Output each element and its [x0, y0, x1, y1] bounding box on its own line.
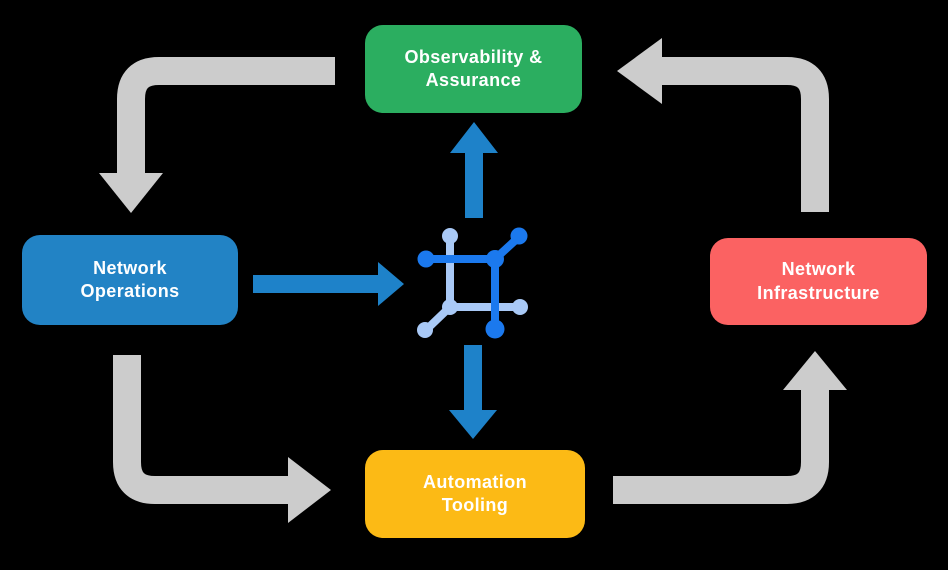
network-mesh-icon — [417, 227, 528, 339]
flow-arrow-platform-to-automation — [449, 345, 497, 439]
flow-arrow-platform-to-observability — [450, 122, 498, 218]
flow-arrow-operations-to-platform — [253, 262, 404, 306]
node-infrastructure-label: Network Infrastructure — [757, 259, 880, 303]
network-mesh-icon-dark-dots — [417, 227, 528, 339]
network-mesh-icon-light-dots — [417, 228, 528, 338]
node-network-infrastructure: Network Infrastructure — [710, 238, 927, 325]
cycle-arrow-infrastructure-to-observability — [617, 38, 829, 212]
cycle-arrow-automation-to-infrastructure — [613, 351, 847, 504]
node-automation-tooling: Automation Tooling — [365, 450, 585, 538]
node-observability-label: Observability & Assurance — [404, 46, 543, 90]
cycle-arrow-observability-to-operations — [99, 57, 335, 213]
node-automation-label: Automation Tooling — [423, 471, 527, 515]
node-operations-label: Network Operations — [80, 257, 180, 301]
node-network-operations: Network Operations — [22, 235, 238, 325]
cycle-arrow-operations-to-automation — [113, 355, 331, 523]
node-observability-assurance: Observability & Assurance — [365, 25, 582, 113]
